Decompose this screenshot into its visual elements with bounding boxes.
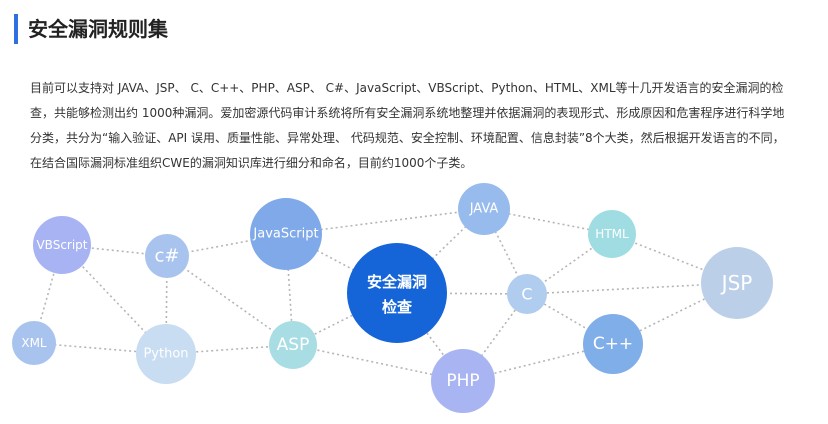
page-title: 安全漏洞规则集 [28, 17, 168, 41]
node-csharp-circle [145, 234, 189, 278]
title-accent-bar [14, 14, 18, 44]
node-jsp-label: JSP [720, 271, 753, 295]
edge-python-xml [33, 342, 167, 355]
node-c-circle [507, 274, 547, 314]
node-jsp-circle [701, 247, 773, 319]
node-html-circle [588, 210, 636, 258]
node-vbscript-label: VBScript [36, 238, 87, 252]
node-javascript-circle [250, 198, 322, 270]
node-php-circle [431, 349, 495, 413]
node-vbscript-circle [33, 216, 91, 274]
node-csharp-label: c# [155, 246, 180, 267]
node-xml-label: XML [21, 336, 47, 350]
node-python-circle [136, 324, 196, 384]
edge-csharp-asp [166, 255, 294, 346]
node-java-circle [458, 183, 510, 235]
node-xml-circle [12, 321, 56, 365]
edge-asp-php [292, 344, 464, 382]
node-python-label: Python [143, 347, 188, 362]
node-asp-circle [269, 321, 317, 369]
node-javascript-label: JavaScript [252, 227, 318, 242]
node-center-circle [347, 243, 447, 343]
edge-javascript-java [285, 208, 485, 235]
node-center-line2-label: 检查 [382, 298, 413, 316]
node-php-label: PHP [446, 371, 479, 391]
node-center-line1-label: 安全漏洞 [367, 273, 427, 291]
node-cpp-label: C++ [593, 334, 633, 354]
edge-javascript-asp [285, 233, 294, 346]
node-c-label: C [521, 285, 532, 304]
node-html-label: HTML [595, 227, 629, 241]
node-cpp-circle [583, 314, 643, 374]
edge-c-center [396, 292, 528, 295]
description-text: 目前可以支持对 JAVA、JSP、 C、C++、PHP、ASP、 C#、Java… [30, 81, 785, 170]
node-java-label: JAVA [469, 202, 499, 217]
node-asp-label: ASP [277, 335, 310, 355]
